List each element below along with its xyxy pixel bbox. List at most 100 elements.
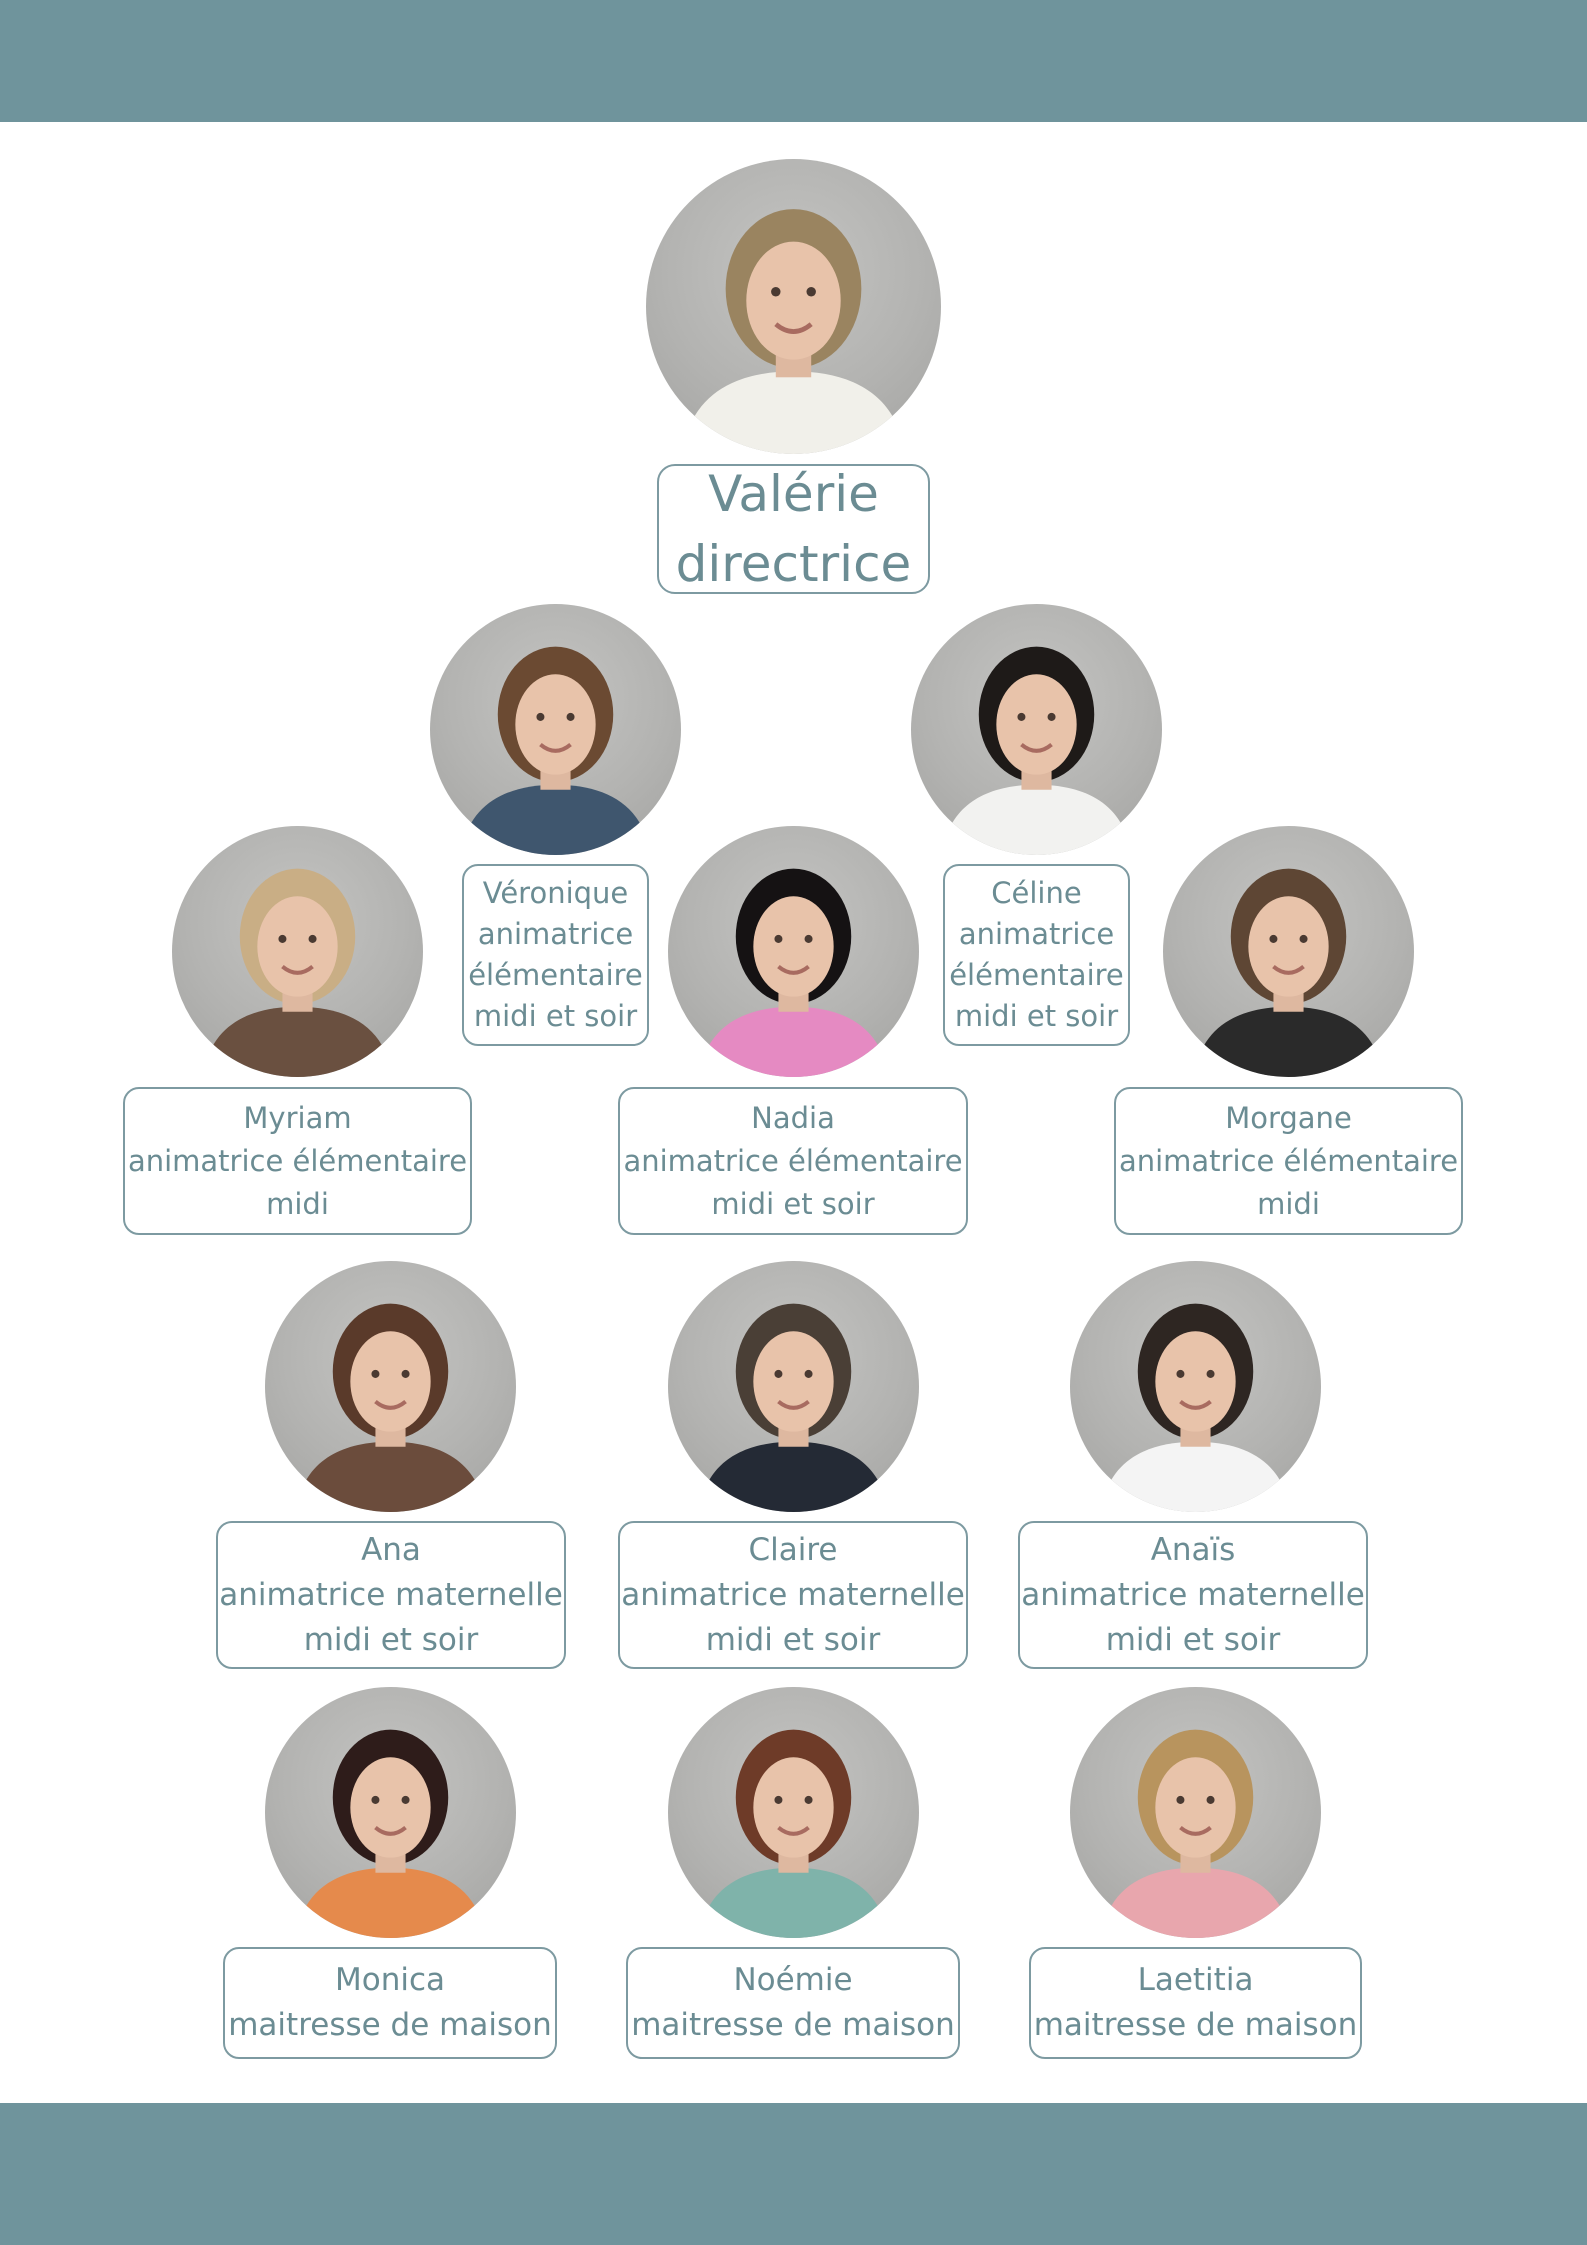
name-morgane: Morgane [1225,1100,1352,1135]
smile-shape [777,964,810,975]
role-celine-2: élémentaire [949,958,1124,992]
shoulders-shape [295,1441,486,1512]
role-laetitia: maitresse de maison [1033,2007,1358,2043]
face-shape [257,896,338,997]
label-myriam: Myriam animatrice élémentaire midi [123,1087,472,1235]
role-veronique-2: élémentaire [468,958,643,992]
shoulders-shape [941,784,1132,855]
eye-shape [804,1795,813,1804]
role-nadia-1: animatrice élémentaire [623,1143,963,1178]
role-veronique-1: animatrice [477,917,634,951]
eye-shape [1299,934,1308,943]
label-noemie: Noémie maitresse de maison [626,1947,960,2059]
role-monica: maitresse de maison [228,2007,552,2043]
portrait-figure [698,868,889,1077]
eye-shape [401,1795,410,1804]
portrait-figure [941,646,1132,855]
name-valerie: Valérie [708,465,879,523]
portrait-figure [295,1303,486,1512]
label-claire: Claire animatrice maternelle midi et soi… [618,1521,968,1669]
smile-shape [281,964,314,975]
shoulders-shape [698,1006,889,1077]
label-ana: Ana animatrice maternelle midi et soir [216,1521,566,1669]
name-claire: Claire [748,1531,838,1568]
smile-shape [1020,742,1053,753]
eye-shape [774,1369,783,1378]
face-shape [1155,1757,1236,1858]
header-band [0,0,1587,122]
face-shape [350,1757,431,1858]
shoulders-shape [460,784,651,855]
label-valerie: Valérie directrice [657,464,930,594]
eye-shape [771,287,781,297]
shoulders-shape [1100,1441,1291,1512]
label-anais: Anaïs animatrice maternelle midi et soir [1018,1521,1368,1669]
eye-shape [536,712,545,721]
role-noemie: maitresse de maison [631,2007,955,2043]
eye-shape [371,1369,380,1378]
portrait-figure [460,646,651,855]
smile-shape [1272,964,1305,975]
eye-shape [804,934,813,943]
portrait-figure [202,868,393,1077]
eye-shape [278,934,287,943]
role-anais-1: animatrice maternelle [1021,1576,1365,1613]
role-ana-1: animatrice maternelle [219,1576,563,1613]
name-nadia: Nadia [751,1100,835,1135]
smile-shape [1179,1399,1212,1410]
name-ana: Ana [361,1531,421,1568]
shoulders-shape [682,371,905,454]
label-monica: Monica maitresse de maison [223,1947,557,2059]
eye-shape [774,1795,783,1804]
name-monica: Monica [334,1962,445,1998]
role-valerie: directrice [675,535,912,593]
eye-shape [1269,934,1278,943]
portrait-celine [911,604,1162,855]
portrait-myriam [172,826,423,1077]
shoulders-shape [698,1441,889,1512]
portrait-nadia [668,826,919,1077]
footer-band [0,2103,1587,2245]
portrait-monica [265,1687,516,1938]
face-shape [746,241,841,360]
role-anais-2: midi et soir [1105,1621,1281,1658]
portrait-figure [1100,1303,1291,1512]
portrait-figure [295,1729,486,1938]
shoulders-shape [1100,1867,1291,1938]
portrait-veronique [430,604,681,855]
face-shape [1248,896,1329,997]
face-shape [753,1331,834,1432]
name-laetitia: Laetitia [1137,1962,1254,1998]
eye-shape [774,934,783,943]
shoulders-shape [1193,1006,1384,1077]
label-nadia: Nadia animatrice élémentaire midi et soi… [618,1087,968,1235]
label-morgane: Morgane animatrice élémentaire midi [1114,1087,1463,1235]
shoulders-shape [698,1867,889,1938]
portrait-morgane [1163,826,1414,1077]
portrait-claire [668,1261,919,1512]
smile-shape [374,1825,407,1836]
name-veronique: Véronique [482,876,629,910]
eye-shape [308,934,317,943]
face-shape [1155,1331,1236,1432]
role-veronique-3: midi et soir [473,999,638,1033]
face-shape [753,1757,834,1858]
face-shape [996,674,1077,775]
label-veronique: Véronique animatrice élémentaire midi et… [462,864,649,1046]
eye-shape [1047,712,1056,721]
shoulders-shape [202,1006,393,1077]
role-celine-3: midi et soir [954,999,1119,1033]
face-shape [515,674,596,775]
eye-shape [1176,1795,1185,1804]
role-nadia-2: midi et soir [711,1186,875,1221]
name-noemie: Noémie [733,1962,853,1998]
name-anais: Anaïs [1150,1531,1236,1568]
name-celine: Céline [991,876,1082,910]
portrait-figure [682,209,905,454]
smile-shape [774,322,813,334]
eye-shape [804,1369,813,1378]
smile-shape [539,742,572,753]
portrait-anais [1070,1261,1321,1512]
eye-shape [1206,1795,1215,1804]
eye-shape [371,1795,380,1804]
